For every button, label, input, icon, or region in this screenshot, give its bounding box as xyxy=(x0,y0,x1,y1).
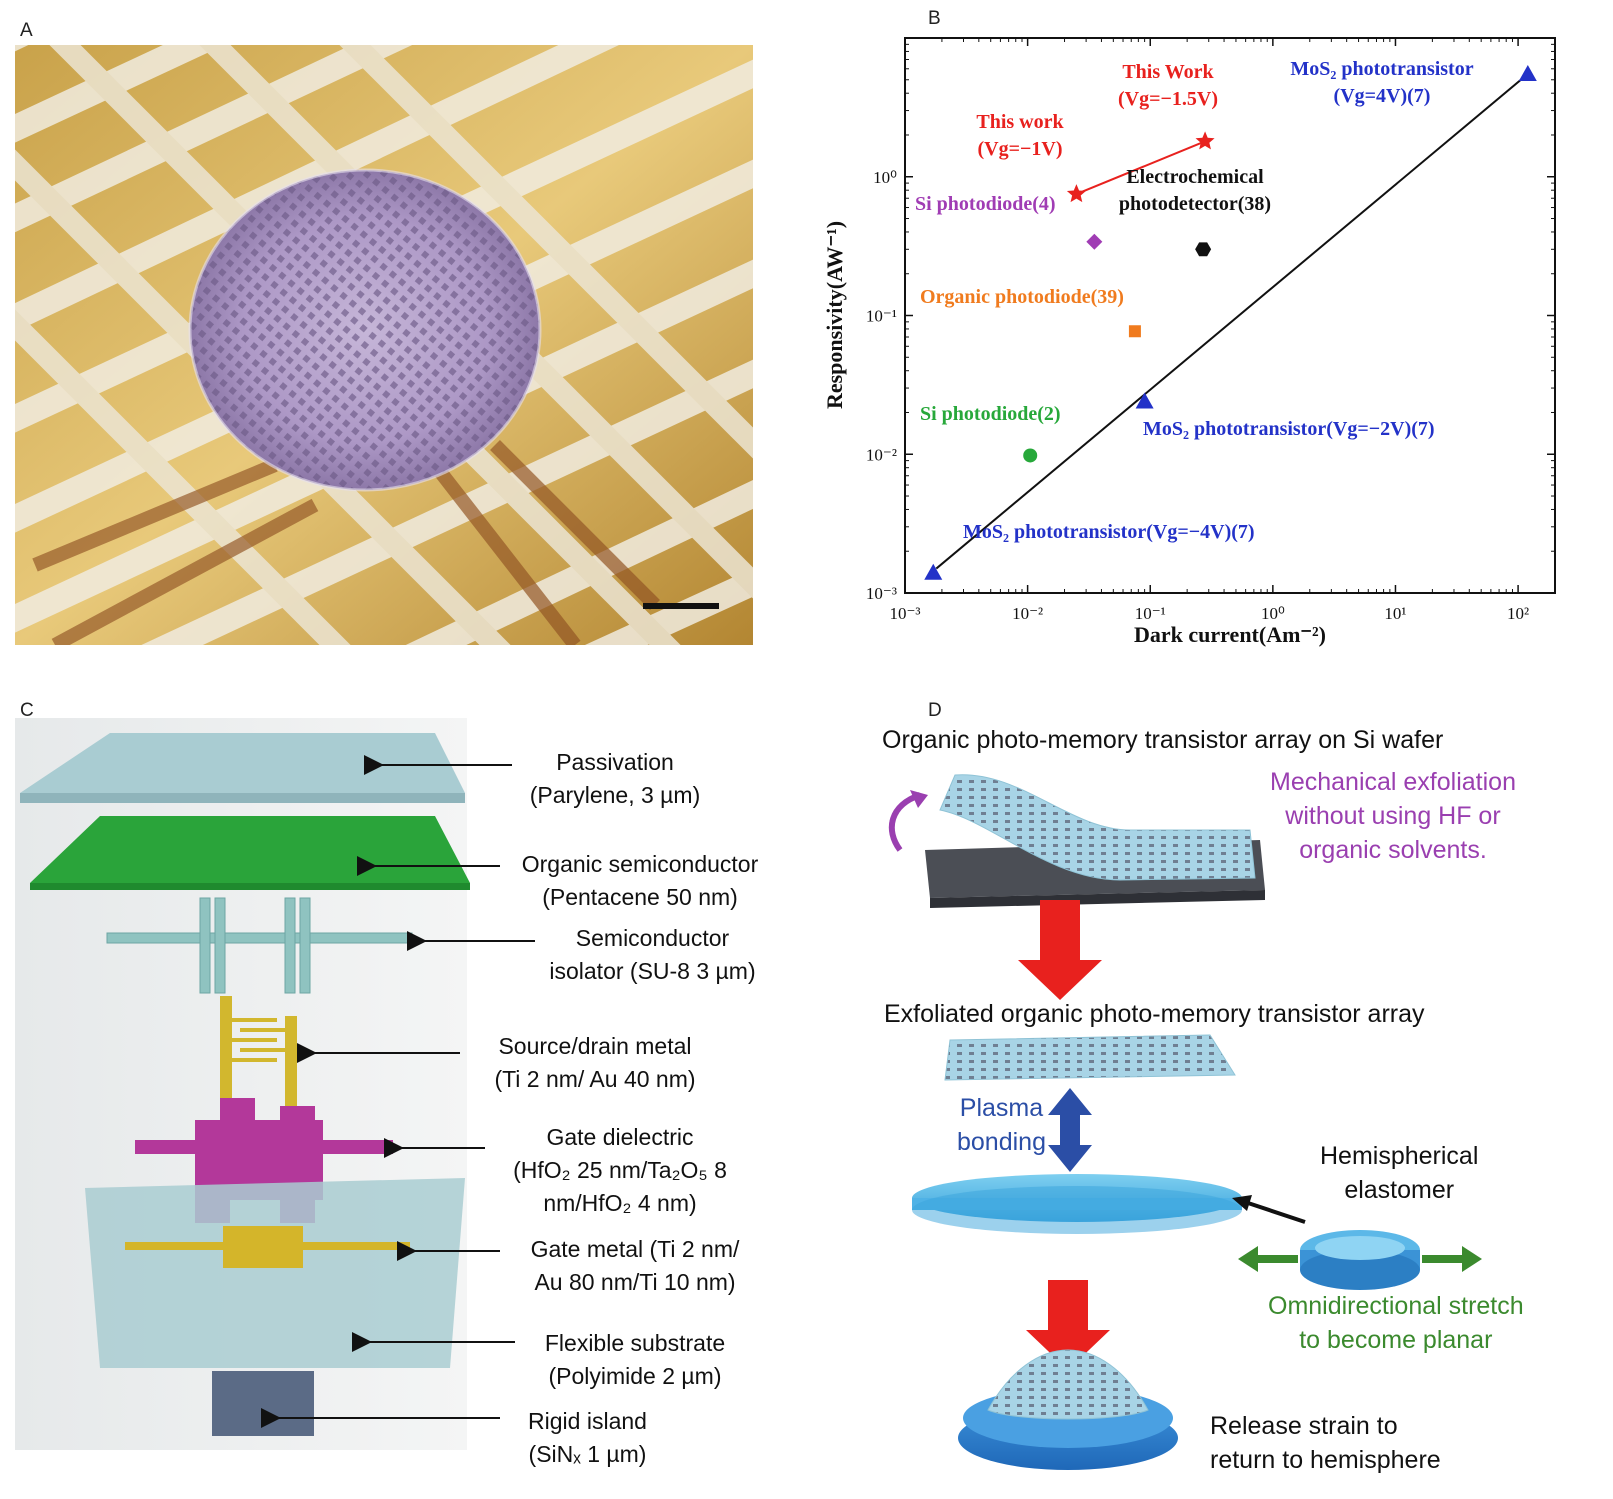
axis-ticks: 10⁻³ 10⁻² 10⁻¹ 10⁰ 10¹ 10² 10⁻³ 10⁻² 10⁻¹ 10⁰ xyxy=(866,38,1556,623)
layer-label-rigid-island: Rigid island(SiNₓ 1 µm) xyxy=(528,1408,647,1467)
data-point-square xyxy=(1128,325,1141,338)
stretch-arrows xyxy=(1238,1246,1482,1272)
step2-title: Exfoliated organic photo-memory transist… xyxy=(884,1000,1425,1028)
point-label: Si photodiode(2) xyxy=(920,403,1061,425)
panel-label-b: B xyxy=(928,8,941,29)
source-drain-layer xyxy=(220,996,297,1126)
y-tick-label: 10⁻² xyxy=(866,445,897,464)
point-label: MoS₂ phototransistor xyxy=(1290,58,1473,80)
chart-trend-line xyxy=(935,73,1529,570)
layer-label-source-drain: Source/drain metal(Ti 2 nm/ Au 40 nm) xyxy=(494,1033,696,1092)
isolator-layer xyxy=(106,897,413,994)
panel-label-c: C xyxy=(20,700,34,721)
point-label: (Vg=−1.5V) xyxy=(1118,88,1218,110)
x-tick-label: 10⁻² xyxy=(1012,604,1043,623)
process-arrow-2 xyxy=(1026,1280,1110,1370)
layer-label-gate-metal: Gate metal (Ti 2 nm/Au 80 nm/Ti 10 nm) xyxy=(530,1236,740,1295)
x-tick-label: 10¹ xyxy=(1384,604,1406,623)
process-arrow-1 xyxy=(1018,900,1102,1000)
layer-label-substrate: Flexible substrate(Polyimide 2 µm) xyxy=(544,1330,726,1389)
point-label: (Vg=−1V) xyxy=(978,138,1063,160)
organic-semiconductor-layer xyxy=(30,816,470,883)
plasma-arrow xyxy=(1048,1088,1092,1172)
data-point-triangle xyxy=(1135,392,1154,409)
passivation-layer xyxy=(20,733,465,793)
flexible-substrate-layer xyxy=(85,1178,465,1368)
chart-points xyxy=(924,65,1537,580)
exfoliated-film xyxy=(939,774,1256,881)
x-axis-title: Dark current(Am⁻²) xyxy=(1134,622,1326,647)
data-point-triangle xyxy=(924,563,943,580)
panel-label-a: A xyxy=(20,20,33,41)
point-label: Si photodiode(4) xyxy=(915,193,1056,215)
scale-bar xyxy=(643,603,719,609)
responsivity-chart: 10⁻³ 10⁻² 10⁻¹ 10⁰ 10¹ 10² 10⁻³ 10⁻² 10⁻¹ 10⁰ Thi… xyxy=(822,37,1556,647)
chart-labels: This Work (Vg=−1.5V) This work (Vg=−1V) Si p… xyxy=(915,58,1474,543)
layer-stack-drawing xyxy=(20,733,535,1436)
point-label: photodetector(38) xyxy=(1119,193,1271,215)
rigid-island-layer xyxy=(212,1371,314,1436)
process-drawing xyxy=(888,774,1482,1470)
step1-title: Organic photo-memory transistor array on… xyxy=(882,726,1444,754)
layer-label-semiconductor: Organic semiconductor(Pentacene 50 nm) xyxy=(521,851,759,910)
data-point-star xyxy=(1195,131,1215,150)
chart-trend-line xyxy=(1076,140,1206,196)
point-label: (Vg=4V)(7) xyxy=(1334,85,1431,107)
y-tick-label: 10⁻³ xyxy=(866,584,897,603)
y-tick-label: 10⁰ xyxy=(873,168,897,187)
data-point-diamond xyxy=(1086,233,1103,250)
y-axis-title: Responsivity(AW⁻¹) xyxy=(822,221,847,409)
point-label: Organic photodiode(39) xyxy=(920,286,1124,308)
gate-metal-layer xyxy=(125,1226,410,1268)
panel-label-d: D xyxy=(928,700,942,721)
chart-lines xyxy=(935,73,1529,570)
data-point-triangle xyxy=(1518,65,1537,82)
data-point-hexagon xyxy=(1195,242,1212,257)
point-label: This Work xyxy=(1122,61,1214,83)
exfoliated-array xyxy=(944,1034,1236,1081)
x-tick-label: 10⁰ xyxy=(1261,604,1285,623)
x-tick-label: 10² xyxy=(1507,604,1529,623)
data-point-circle xyxy=(1023,448,1038,463)
data-point-star xyxy=(1066,184,1086,203)
point-label: MoS₂ phototransistor(Vg=−2V)(7) xyxy=(1143,418,1435,440)
y-tick-label: 10⁻¹ xyxy=(866,307,897,326)
point-label: Electrochemical xyxy=(1126,166,1264,188)
layer-label-passivation: Passivation(Parylene, 3 µm) xyxy=(529,749,701,808)
x-tick-label: 10⁻³ xyxy=(889,604,920,623)
point-label: This work xyxy=(976,111,1064,133)
device-photo xyxy=(15,45,753,645)
peel-arrow xyxy=(888,792,922,852)
point-label: MoS₂ phototransistor(Vg=−4V)(7) xyxy=(963,521,1255,543)
x-tick-label: 10⁻¹ xyxy=(1135,604,1166,623)
